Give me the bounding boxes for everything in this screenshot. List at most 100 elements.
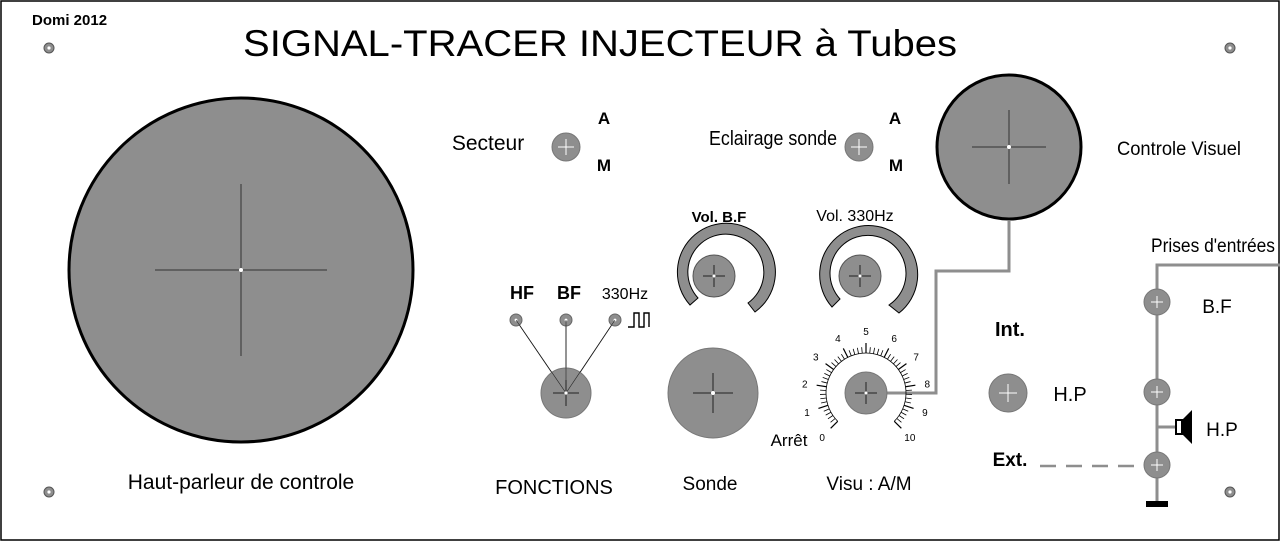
screw-top-right <box>1224 42 1236 54</box>
visu-tick <box>834 359 839 365</box>
inputs-bus-line <box>1155 263 1280 502</box>
visu-scale-label: 7 <box>913 353 919 364</box>
speaker-icon <box>1175 410 1192 444</box>
visu-scale-label: 2 <box>802 379 808 390</box>
visu-tick <box>893 359 898 365</box>
visu-tick <box>869 347 871 354</box>
vol-330-scale-arc <box>819 225 919 314</box>
speaker-label: Haut-parleur de controle <box>128 471 354 494</box>
visu-tick <box>880 350 884 356</box>
secteur-switch[interactable] <box>551 132 581 162</box>
visu-tick <box>831 362 837 367</box>
panel-title: SIGNAL-TRACER INJECTEUR à Tubes <box>243 23 957 64</box>
visual-indicator <box>935 73 1083 221</box>
hp-switch-label: H.P <box>1053 384 1086 406</box>
visu-tick <box>895 362 901 367</box>
visu-tick <box>820 397 827 400</box>
visu-tick <box>821 381 828 384</box>
visu-scale-label: 6 <box>891 334 897 345</box>
input-bf-jack[interactable] <box>1143 288 1171 316</box>
visu-tick <box>818 404 829 410</box>
secteur-on-label: A <box>598 109 610 128</box>
visu-tick <box>826 369 832 373</box>
visu-tick <box>900 369 906 373</box>
visu-scale-label: 3 <box>813 353 819 364</box>
input-bf-label: B.F <box>1202 297 1232 318</box>
visu-tick <box>856 347 859 354</box>
screw-bottom-right <box>1224 486 1236 498</box>
visu-tick <box>887 353 891 360</box>
visu-dial-scale: 0 1 2 3 4 5 6 7 8 9 10 <box>802 327 930 444</box>
visu-tick <box>842 348 849 358</box>
visu-scale-label: 1 <box>804 408 810 419</box>
visu-tick <box>902 408 909 412</box>
fonction-selector-knob[interactable] <box>515 319 616 419</box>
vol-330-knob[interactable] <box>838 254 882 298</box>
input-hp-label: H.P <box>1206 420 1238 441</box>
visu-tick <box>905 397 912 400</box>
eclairage-off-label: M <box>889 156 903 175</box>
visu-off-label: Arrêt <box>771 431 808 450</box>
hp-switch[interactable] <box>988 373 1028 413</box>
visu-tick <box>893 420 902 429</box>
sonde-socket[interactable] <box>667 347 759 439</box>
visu-tick <box>873 347 876 354</box>
fonction-bf-label: BF <box>557 283 581 303</box>
secteur-off-label: M <box>597 156 611 175</box>
vol-bf-label: Vol. B.F <box>692 209 747 226</box>
vol-bf-knob[interactable] <box>692 254 736 298</box>
visu-scale-label: 5 <box>863 327 869 338</box>
visu-tick <box>841 353 845 360</box>
fonction-330-label: 330Hz <box>602 286 648 303</box>
visu-tick <box>876 348 880 355</box>
visu-tick <box>904 381 911 384</box>
visu-tick <box>822 377 829 380</box>
hp-int-label: Int. <box>995 319 1025 341</box>
visu-scale-label: 10 <box>904 433 916 444</box>
eclairage-label: Eclairage sonde <box>709 128 837 150</box>
visu-tick <box>823 408 830 412</box>
ground-symbol <box>1146 501 1168 507</box>
visu-label: Visu : A/M <box>826 474 911 495</box>
input-ext-jack[interactable] <box>1143 451 1171 479</box>
visu-scale-label: 8 <box>924 379 930 390</box>
visu-knob[interactable] <box>844 371 888 415</box>
visu-tick <box>816 384 827 388</box>
visu-tick <box>821 401 828 404</box>
visual-wire <box>867 221 1011 395</box>
visu-tick <box>830 420 839 429</box>
visu-tick <box>852 348 856 355</box>
visu-tick <box>903 404 914 410</box>
screw-bottom-left <box>43 486 55 498</box>
speaker-grille <box>67 96 415 444</box>
vol-bf-scale-arc <box>676 222 776 313</box>
visu-tick <box>848 350 852 356</box>
visu-scale-label: 4 <box>835 334 841 345</box>
visu-scale-arc <box>825 352 907 422</box>
screw-top-left <box>43 42 55 54</box>
visu-tick <box>898 415 905 420</box>
visu-tick <box>824 373 830 377</box>
visu-tick <box>900 411 907 416</box>
visu-dial-ticks <box>816 343 916 429</box>
visu-tick <box>905 384 916 388</box>
input-middle-jack[interactable] <box>1143 378 1171 406</box>
visual-label: Controle Visuel <box>1117 139 1241 160</box>
vol-330-label: Vol. 330Hz <box>816 208 893 225</box>
visu-scale-label: 0 <box>819 433 825 444</box>
visu-scale-label: 9 <box>922 408 928 419</box>
hp-ext-label: Ext. <box>993 450 1028 471</box>
visu-tick <box>890 356 895 362</box>
visu-tick <box>825 411 832 416</box>
secteur-label: Secteur <box>452 132 524 155</box>
visu-tick <box>903 377 910 380</box>
sonde-label: Sonde <box>683 474 738 495</box>
visu-tick <box>837 356 842 362</box>
eclairage-switch[interactable] <box>844 132 874 162</box>
visu-tick <box>861 347 863 354</box>
visu-tick <box>904 401 911 404</box>
visu-tick <box>827 415 834 420</box>
author-label: Domi 2012 <box>32 12 107 29</box>
visu-tick <box>896 418 902 423</box>
